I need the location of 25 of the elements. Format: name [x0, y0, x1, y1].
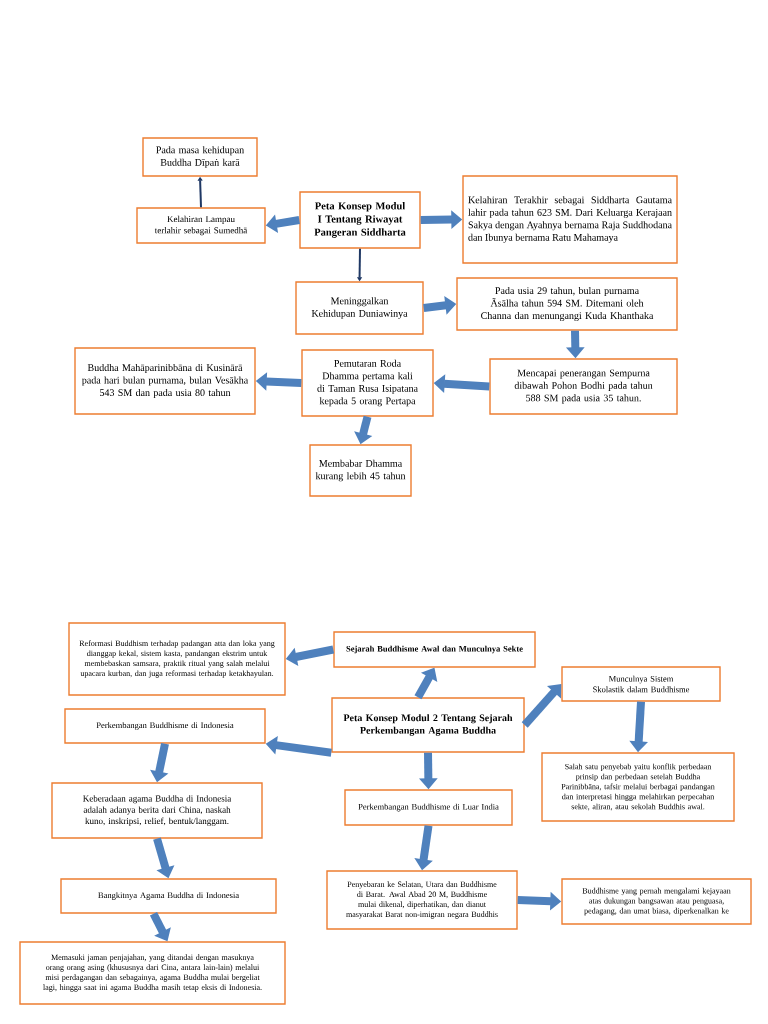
text-box: Pada masa kehidupan Buddha Dīpaṅ karā	[142, 137, 258, 177]
text-box: Reformasi Buddhism terhadap padangan atta dan loka yang dianggap kekal, sistem kasta, pandangan ekstrim untuk membebaskan samsara, praktik ritual yang salah melalui upacara kurban, dan juga reformasi terhadap ketakhayulan.	[68, 622, 286, 696]
text-box: Membabar Dhamma kurang lebih 45 tahun	[309, 444, 412, 497]
block-arrow	[521, 684, 562, 728]
text-box: Pemutaran Roda Dhamma pertama kali di Taman Rusa Isipatana kepada 5 orang Pertapa	[301, 349, 434, 417]
text-box: Kelahiran Terakhir sebagai Siddharta Gautama lahir pada tahun 623 SM. Dari Keluarga Kerajaan Sakya dengan Ayahnya bernama Raja Suddhodana dan Ibunya bernama Ratu Mahamaya	[462, 175, 678, 264]
text-box: Pada usia 29 tahun, bulan purnama Ãsālha tahun 594 SM. Ditemani oleh Channa dan menungangi Kuda Khanthaka	[456, 277, 678, 331]
title-box: Peta Konsep Modul 2 Tentang Sejarah Perkembangan Agama Buddha	[331, 697, 525, 753]
text-box: Penyebaran ke Selatan, Utara dan Buddhisme di Barat. Awal Abad 20 M, Buddhisme mulai dikenal, diperhatikan, dan dianut masyarakat Barat non-imigran negara Buddhis	[326, 870, 518, 930]
text-box: Perkembangan Buddhisme di Indonesia	[64, 708, 266, 744]
text-box: Buddha Mahāparinibbāna di Kusinārā pada hari bulan purnama, bulan Vesākha 543 SM dan pada usia 80 tahun	[74, 347, 256, 415]
title-box: Sejarah Buddhisme Awal dan Munculnya Sekte	[333, 631, 536, 668]
text-box: Mencapai penerangan Sempurna dibawah Pohon Bodhi pada tahun 588 SM pada usia 35 tahun.	[489, 358, 678, 415]
text-box: Memasuki jaman penjajahan, yang ditandai dengan masuknya orang orang asing (khususnya dari Cina, antara lain-lain) melalui misi perdagangan dan sebagainya, agama Buddha mulai bergeliat lagi, hingga saat ini agama Buddha masih tetap eksis di Indonesia.	[19, 941, 286, 1005]
text-box: Bangkitnya Agama Buddha di Indonesia	[60, 878, 277, 914]
text-box: Keberadaan agama Buddha di Indonesia adalah adanya berita dari China, naskah kuno, inskripsi, relief, bentuk/langgam.	[51, 782, 263, 839]
text-box: Kelahiran Lampau terlahir sebagai Sumedhā	[136, 207, 266, 244]
text-box: Buddhisme yang pernah mengalami kejayaan atas dukungan bangsawan atau penguasa, pedagang, dan umat biasa, diperkenalkan ke	[561, 878, 752, 925]
text-box: Meninggalkan Kehidupan Duniawinya	[295, 281, 424, 335]
block-arrow	[357, 247, 362, 281]
text-box: Salah satu penyebab yaitu konflik perbedaan prinsip dan perbedaan setelah Buddha Parinibbāna, tafsir melalui berbagai pandangan dan interpretasi hingga melahirkan perpecahan sekte, aliran, atau sekolah Buddhis awal.	[541, 752, 735, 822]
title-box: Peta Konsep Modul I Tentang Riwayat Pangeran Siddharta	[299, 191, 421, 249]
block-arrow	[197, 177, 203, 209]
text-box: Munculnya Sistem Skolastik dalam Buddhisme	[561, 666, 721, 702]
text-box: Perkembangan Buddhisme di Luar India	[344, 789, 513, 826]
